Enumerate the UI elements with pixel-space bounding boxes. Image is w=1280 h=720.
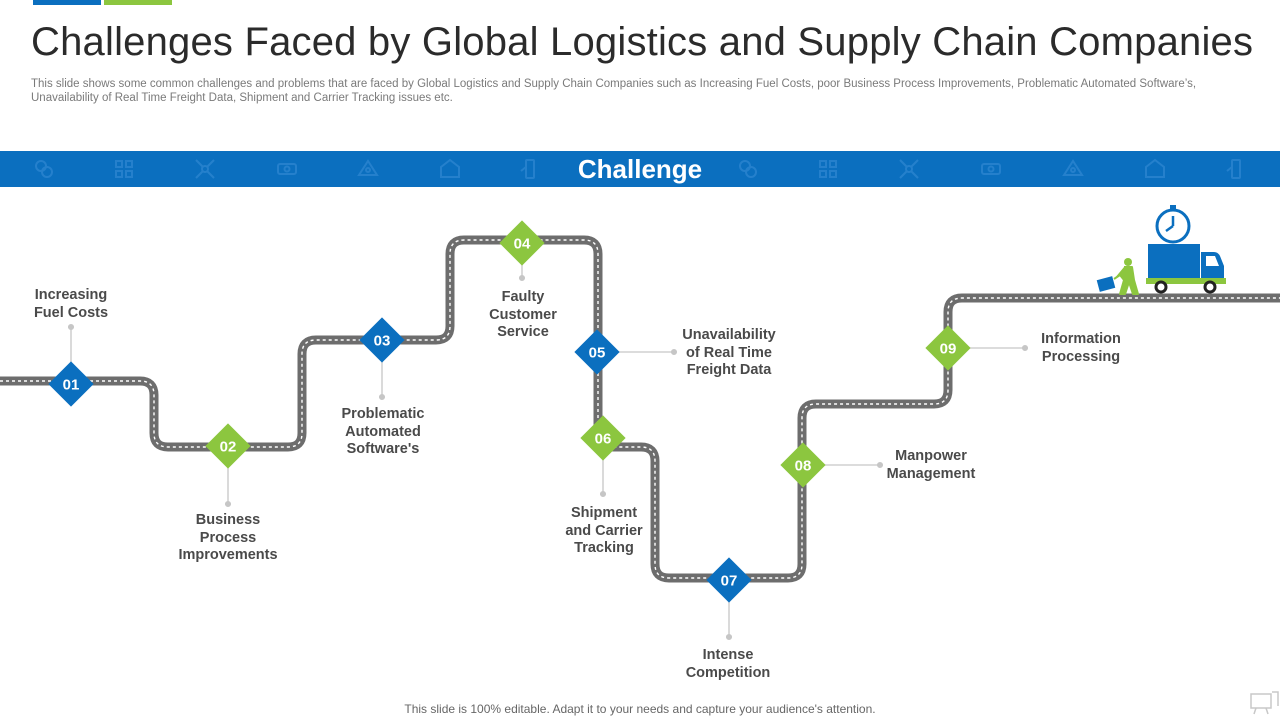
step-connector-dot [670,348,678,356]
step-label-line: Fuel Costs [33,304,109,321]
step-marker: 04 [499,220,545,266]
step-number: 01 [63,377,80,394]
step-number: 09 [940,341,957,358]
step-connector-dot [518,274,526,282]
step-label-line: Intense [702,647,754,663]
slide-title: Challenges Faced by Global Logistics and… [31,20,1254,64]
step-label-line: Process [199,529,257,546]
step-label-line: Processing [1041,348,1121,365]
accent-bar-blue [33,0,101,5]
step-connector-dot [224,500,232,508]
step-label-line: Problematic [341,406,425,422]
challenge-banner [0,151,1280,187]
step-label-line: Business [195,512,261,528]
step-connector-dot [378,393,386,401]
step-number: 08 [795,458,812,475]
step-label-line: Information [1041,331,1121,347]
step-connector-dot [1021,344,1029,352]
step-number: 04 [514,236,531,253]
step-label-line: Shipment [570,505,638,521]
banner-title: Challenge [577,154,703,184]
clock-icon [1155,205,1191,244]
step-label-line: Software's [346,441,420,457]
step-number: 07 [721,573,738,590]
step-connector-dot [599,490,607,498]
slide-subtitle: This slide shows some common challenges … [31,78,1197,104]
step-number: 03 [374,333,391,350]
step-number: 05 [589,345,606,362]
step-label-line: Customer [489,306,557,323]
step-label-line: Automated [345,423,421,440]
step-marker: 09 [925,325,971,371]
step-connector-dot [67,323,75,331]
present-icon [1250,691,1279,715]
step-label-line: Management [886,465,976,482]
step-label-line: Unavailability [682,327,776,343]
step-label-line: Increasing [34,287,108,303]
step-marker: 01 [48,361,94,407]
step-marker: 03 [359,317,405,363]
step-label-line: Faulty [501,289,545,305]
step-marker: 06 [580,415,626,461]
step-label-line: and Carrier [565,522,643,539]
step-connector-dot [725,633,733,641]
accent-bar-green [104,0,172,5]
step-number: 06 [595,431,612,448]
step-marker: 05 [574,329,620,375]
step-marker: 07 [706,557,752,603]
step-label-line: of Real Time [686,344,772,361]
step-marker: 08 [780,442,826,488]
truck-icon [1146,244,1226,294]
step-number: 02 [220,439,237,456]
step-label-line: Improvements [178,547,278,563]
worker-with-trolley-icon [1096,258,1139,295]
step-marker: 02 [205,423,251,469]
step-label-line: Tracking [574,540,634,556]
step-label-line: Service [497,324,549,340]
step-label-line: Manpower [895,448,967,464]
step-diamond [205,423,251,469]
step-diamond [499,220,545,266]
footer-note: This slide is 100% editable. Adapt it to… [404,702,876,716]
step-label-line: Competition [685,664,771,681]
step-connector-dot [876,461,884,469]
banner-pattern-icons [35,158,1241,179]
step-diamond [706,557,752,603]
step-label-line: Freight Data [686,362,772,378]
